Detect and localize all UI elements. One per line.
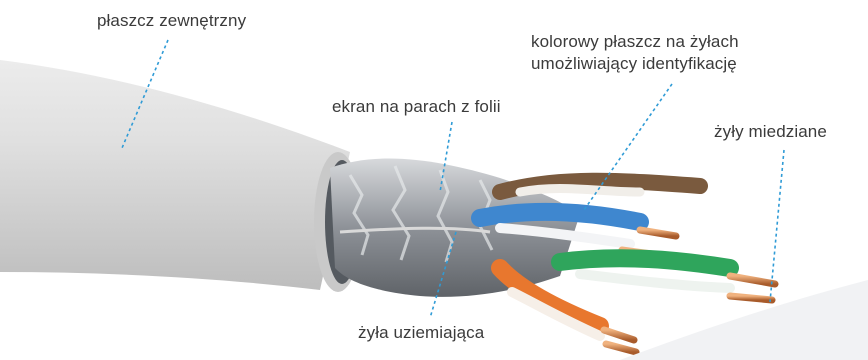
copper-green xyxy=(730,276,775,284)
label-colored-insulation-line2: umożliwiający identyfikację xyxy=(531,53,739,75)
label-colored-insulation: kolorowy płaszcz na żyłach umożliwiający… xyxy=(531,31,739,75)
copper-orange xyxy=(604,330,634,340)
outer-jacket xyxy=(0,60,350,290)
floor-reflection xyxy=(620,280,868,360)
label-colored-insulation-line1: kolorowy płaszcz na żyłach xyxy=(531,31,739,53)
copper-orange-white xyxy=(606,344,636,352)
copper-blue xyxy=(640,230,676,236)
pair-green-white xyxy=(580,274,730,288)
label-copper-conductors: żyły miedziane xyxy=(714,121,827,143)
pair-brown-white xyxy=(520,188,640,192)
leader-copper xyxy=(770,150,784,302)
label-foil-shield: ekran na parach z folii xyxy=(332,96,501,118)
label-outer-jacket: płaszcz zewnętrzny xyxy=(97,10,246,32)
label-drain-wire: żyła uziemiająca xyxy=(358,322,484,344)
copper-green-white xyxy=(730,296,772,300)
pair-green xyxy=(560,258,730,268)
pair-blue xyxy=(480,212,640,222)
